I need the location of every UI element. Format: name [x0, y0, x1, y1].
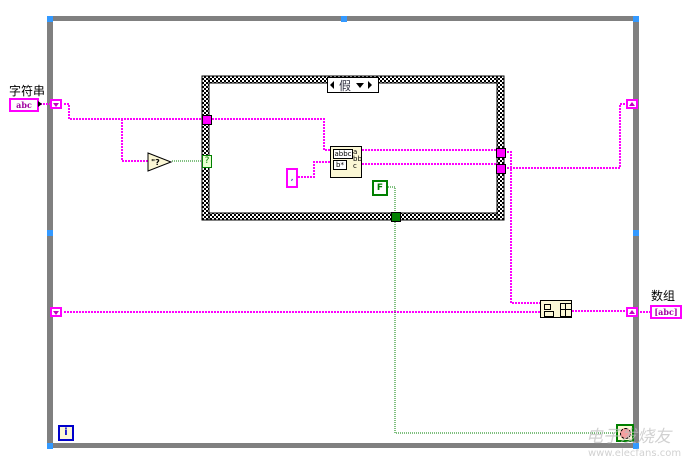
compare-glyph-text: "? [151, 158, 160, 167]
shift-register-left-bottom[interactable] [50, 307, 62, 317]
string-type-text: abc [16, 100, 32, 110]
case-output-tunnel-2[interactable] [496, 164, 506, 174]
wire-string-branch [121, 119, 148, 162]
iteration-terminal[interactable]: i [58, 425, 74, 441]
case-output-tunnel-1[interactable] [496, 148, 506, 158]
case-boolean-tunnel[interactable] [391, 212, 401, 222]
case-input-tunnel[interactable] [202, 115, 212, 125]
empty-string-compare-node[interactable]: "? [147, 152, 173, 172]
wire-string-main [64, 103, 205, 120]
resize-handle-right[interactable] [633, 230, 639, 236]
wire-tunnel-to-stop [394, 220, 616, 434]
resize-handle-top[interactable] [341, 16, 347, 22]
false-constant[interactable]: F [372, 180, 388, 196]
string-control-terminal[interactable]: abc [9, 98, 39, 112]
build-array-input-icon [544, 304, 551, 310]
control-output-arrow-icon [38, 101, 42, 107]
match-regex-icon: b* [333, 160, 347, 170]
build-array-output-icon [560, 303, 572, 317]
array-indicator-label: 数组 [651, 289, 676, 303]
build-array-input2-icon [544, 311, 554, 317]
match-input-string-icon: abbc [333, 149, 353, 159]
case-selector[interactable]: 假 [327, 77, 379, 93]
resize-handle-left[interactable] [47, 230, 53, 236]
wire-const-to-match [298, 161, 331, 178]
resize-handle-top-left[interactable] [47, 16, 53, 22]
stop-sign-icon [620, 428, 631, 439]
loop-condition-terminal[interactable] [616, 424, 634, 442]
increment-arrow-icon[interactable] [368, 81, 373, 89]
dropdown-arrow-icon[interactable] [356, 82, 365, 88]
shift-register-left-top[interactable] [50, 99, 62, 109]
decrement-arrow-icon[interactable] [330, 81, 334, 89]
resize-handle-bottom-right[interactable] [633, 443, 639, 449]
wire-string-to-match [209, 118, 331, 151]
wire-false-to-tunnel [386, 186, 396, 216]
shift-register-right-top[interactable] [626, 99, 638, 109]
watermark-text: 电子发烧友 [586, 427, 671, 447]
resize-handle-bottom-left[interactable] [47, 443, 53, 449]
shift-register-right-bottom[interactable] [626, 307, 638, 317]
array-indicator-terminal[interactable]: [abc] [650, 305, 682, 319]
case-selector-terminal[interactable]: ? [202, 155, 212, 168]
wire-out-to-build [504, 151, 540, 304]
string-constant[interactable]: , [286, 168, 298, 188]
case-selector-value: 假 [339, 78, 352, 93]
watermark-url: www.elecfans.com [588, 448, 682, 459]
resize-handle-top-right[interactable] [633, 16, 639, 22]
array-type-text: [abc] [654, 307, 678, 317]
build-array-node[interactable] [540, 300, 572, 318]
string-control-label: 字符串 [9, 84, 46, 98]
wire-out-to-shift [504, 103, 626, 169]
